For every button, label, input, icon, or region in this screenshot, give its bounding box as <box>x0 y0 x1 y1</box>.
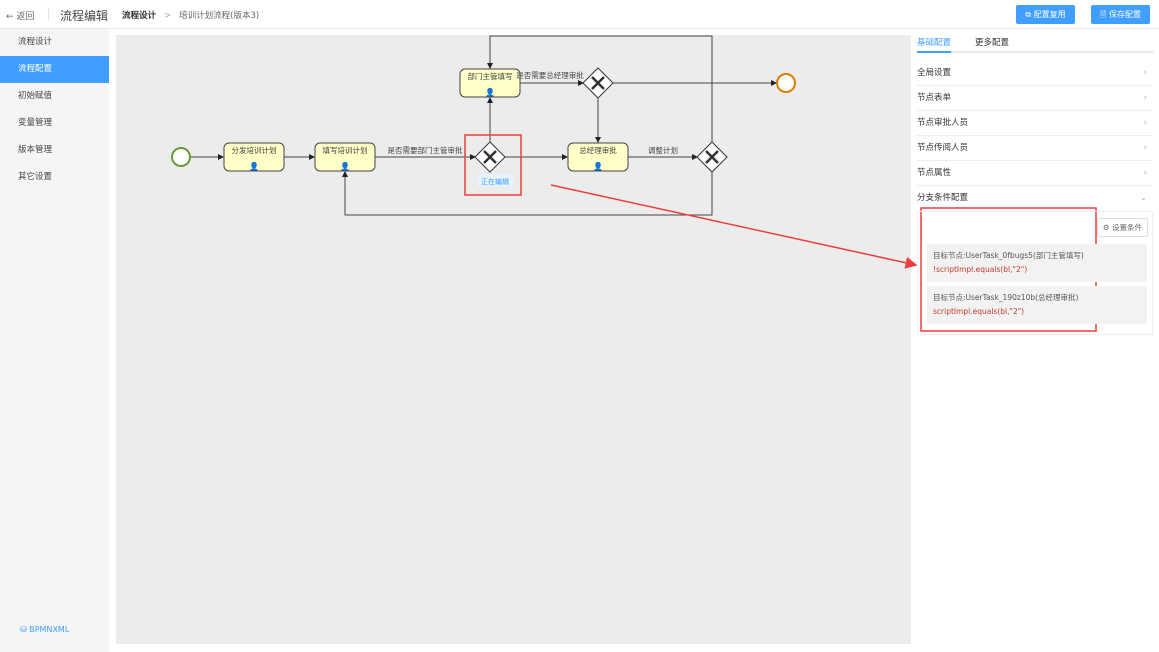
condition-expression: !scriptImpl.equals(bl,"2") <box>933 265 1028 274</box>
chevron-right-icon: › <box>1143 118 1147 128</box>
sidebar-item-variables[interactable]: 变量管理 <box>18 118 53 128</box>
condition-expression: scriptImpl.equals(bl,"2") <box>933 307 1025 316</box>
diagram-canvas[interactable] <box>116 35 911 644</box>
sidebar-item-process-design[interactable]: 流程设计 <box>18 37 53 47</box>
row-branch-conditions[interactable]: 分支条件配置 ⌄ <box>917 186 1153 211</box>
app-title: 流程编辑 <box>60 9 109 23</box>
breadcrumb-root[interactable]: 流程设计 <box>122 11 157 21</box>
breadcrumb-current: 培训计划流程(版本3) <box>179 11 260 21</box>
chevron-down-icon: ⌄ <box>1139 193 1147 203</box>
row-global-settings[interactable]: 全局设置 › <box>917 61 1153 86</box>
row-label: 节点传阅人员 <box>917 143 969 153</box>
branch-conditions-content: ⚙ 设置条件 目标节点:UserTask_0fbugs5(部门主管填写) !sc… <box>917 211 1153 335</box>
breadcrumb: 流程设计 > 培训计划流程(版本3) <box>122 9 259 21</box>
chevron-right-icon: › <box>1143 68 1147 78</box>
condition-target: 目标节点:UserTask_0fbugs5(部门主管填写) <box>933 251 1084 260</box>
config-panel: 基础配置 更多配置 全局设置 › 节点表单 › 节点审批人员 › 节点传阅人员 › 节点… <box>917 29 1153 335</box>
reuse-config-button[interactable]: ⧉ 配置复用 <box>1016 5 1075 24</box>
row-label: 节点属性 <box>917 168 952 178</box>
row-label: 节点审批人员 <box>917 118 969 128</box>
sidebar-item-versions[interactable]: 版本管理 <box>18 145 53 155</box>
back-button[interactable]: ← 返回 <box>6 12 35 22</box>
row-node-cc[interactable]: 节点传阅人员 › <box>917 136 1153 161</box>
condition-item[interactable]: 目标节点:UserTask_190z10b(总经理审批) scriptImpl.… <box>927 286 1147 324</box>
row-label: 节点表单 <box>917 93 952 103</box>
row-label: 全局设置 <box>917 68 952 78</box>
breadcrumb-separator: > <box>164 11 172 21</box>
condition-target: 目标节点:UserTask_190z10b(总经理审批) <box>933 293 1079 302</box>
chevron-right-icon: › <box>1143 143 1147 153</box>
tab-more-config[interactable]: 更多配置 <box>975 38 1010 48</box>
row-node-form[interactable]: 节点表单 › <box>917 86 1153 111</box>
tab-basic-config[interactable]: 基础配置 <box>917 38 952 48</box>
sidebar-item-other-settings[interactable]: 其它设置 <box>18 172 53 182</box>
set-condition-button[interactable]: ⚙ 设置条件 <box>1096 218 1148 237</box>
chevron-right-icon: › <box>1143 168 1147 178</box>
save-config-button[interactable]: 🗎 保存配置 <box>1091 5 1150 24</box>
top-bar: ← 返回 流程编辑 流程设计 > 培训计划流程(版本3) ⧉ 配置复用 🗎 保存配置 <box>0 0 1159 29</box>
panel-tabs: 基础配置 更多配置 <box>917 29 1153 53</box>
chevron-right-icon: › <box>1143 93 1147 103</box>
row-node-properties[interactable]: 节点属性 › <box>917 161 1153 186</box>
bpmn-xml-link[interactable]: ⛁ BPMNXML <box>20 625 70 634</box>
row-node-approvers[interactable]: 节点审批人员 › <box>917 111 1153 136</box>
condition-item[interactable]: 目标节点:UserTask_0fbugs5(部门主管填写) !scriptImp… <box>927 244 1147 282</box>
divider <box>48 8 49 21</box>
sidebar: 流程设计 流程配置 初始赋值 变量管理 版本管理 其它设置 ⛁ BPMNXML <box>0 29 109 652</box>
tab-indicator <box>917 51 951 53</box>
sidebar-item-process-config[interactable]: 流程配置 <box>0 56 109 83</box>
sidebar-item-initial-values[interactable]: 初始赋值 <box>18 91 53 101</box>
row-label: 分支条件配置 <box>917 193 969 203</box>
